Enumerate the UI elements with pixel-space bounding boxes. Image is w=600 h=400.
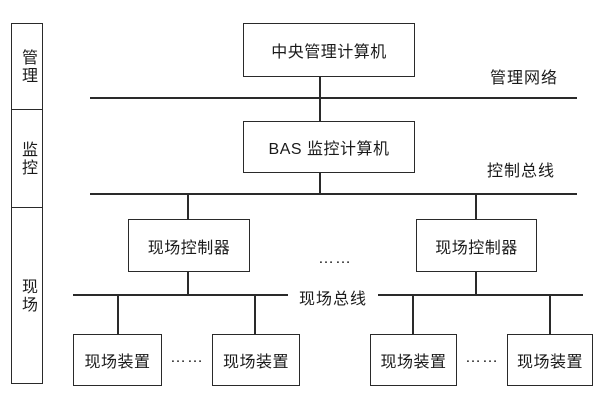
node-central-management-computer-label: 中央管理计算机 bbox=[271, 44, 387, 61]
node-field-device-3: 现场装置 bbox=[370, 334, 457, 386]
ellipsis-devices-right: …… bbox=[465, 349, 499, 366]
connector-field-bus-to-device-2 bbox=[254, 294, 256, 334]
connector-controller-right-to-field-bus bbox=[475, 272, 477, 294]
node-field-device-1-label: 现场装置 bbox=[84, 354, 151, 371]
connector-field-bus-to-device-4 bbox=[549, 294, 551, 334]
layer-supervision-label: 监控 bbox=[19, 140, 36, 177]
management-network-line bbox=[90, 97, 577, 99]
node-field-device-3-label: 现场装置 bbox=[380, 354, 447, 371]
node-field-device-4-label: 现场装置 bbox=[516, 354, 583, 371]
field-bus-line-right bbox=[378, 294, 583, 296]
control-bus-line bbox=[90, 193, 577, 195]
connector-field-bus-to-device-1 bbox=[117, 294, 119, 334]
node-field-controller-right-label: 现场控制器 bbox=[435, 239, 518, 257]
control-bus-label: 控制总线 bbox=[487, 163, 556, 180]
connector-controller-left-to-field-bus bbox=[187, 272, 189, 294]
node-bas-computer-label: BAS 监控计算机 bbox=[268, 141, 390, 158]
layer-section-field: 现场 bbox=[11, 207, 43, 384]
node-field-controller-right: 现场控制器 bbox=[416, 219, 537, 272]
node-bas-computer: BAS 监控计算机 bbox=[243, 121, 415, 173]
layer-field-label: 现场 bbox=[19, 277, 36, 314]
layer-section-management: 管理 bbox=[11, 23, 43, 110]
connector-control-bus-to-controller-right bbox=[475, 193, 477, 219]
node-field-controller-left: 现场控制器 bbox=[128, 219, 250, 272]
layer-management-label: 管理 bbox=[19, 48, 36, 85]
ellipsis-controllers: …… bbox=[318, 250, 352, 267]
node-field-device-4: 现场装置 bbox=[507, 334, 593, 386]
node-field-controller-left-label: 现场控制器 bbox=[147, 239, 231, 257]
node-central-management-computer: 中央管理计算机 bbox=[243, 23, 415, 77]
ellipsis-devices-left: …… bbox=[170, 349, 204, 366]
layer-section-supervision: 监控 bbox=[11, 109, 43, 208]
field-bus-line-left bbox=[73, 294, 288, 296]
connector-field-bus-to-device-3 bbox=[412, 294, 414, 334]
connector-control-bus-to-controller-left bbox=[187, 193, 189, 219]
node-field-device-1: 现场装置 bbox=[73, 334, 162, 386]
connector-central-to-bas bbox=[319, 77, 321, 121]
node-field-device-2: 现场装置 bbox=[212, 334, 300, 386]
node-field-device-2-label: 现场装置 bbox=[222, 354, 289, 371]
management-network-label: 管理网络 bbox=[490, 70, 559, 87]
field-bus-label: 现场总线 bbox=[299, 291, 368, 308]
connector-bas-to-control-bus bbox=[319, 173, 321, 193]
